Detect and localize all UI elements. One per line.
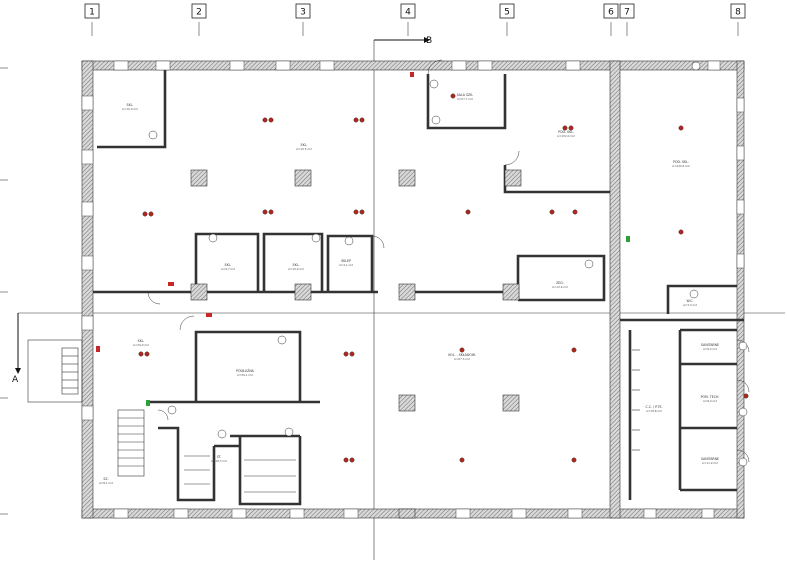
room-name-label: SALA SZK. [457,93,474,97]
room-name-label: SANITARNE [701,457,719,461]
stair-treads [117,349,640,493]
section-lines [15,37,785,560]
grid-label-7-text: 7 [624,8,630,18]
room-area-label: A=57,7 m2 [457,97,473,101]
grid-label-5-text: 5 [504,8,510,18]
room-name-label: KOL. - SKŁADOW. [448,353,475,357]
room-area-label: A=18,8 m2 [646,409,662,413]
interior-walls [93,70,744,506]
grid-label-3-text: 3 [300,8,306,18]
section-mark-b: B [426,36,432,46]
columns [190,169,522,519]
room-area-label: A=10,0 m2 [122,107,138,111]
room-name-label: ZEG. [556,281,564,285]
equipment-markers [96,72,630,406]
left-edge-ticks [0,67,8,515]
room-name-label: PODŁUŻNA [236,368,255,373]
grid-label-2: 2 [191,3,207,19]
room-name-label: SANITARNE [701,343,719,347]
light-fixtures [138,93,749,463]
room-area-label: A=8,1 m2 [99,481,113,485]
room-area-label: A=11,9 m2 [702,461,718,465]
room-area-label: A=8,4 m2 [703,399,717,403]
room-name-label: SKL. [225,263,232,267]
room-name-label: SKLEP [341,259,351,263]
room-area-label: A=4,1 m2 [339,263,353,267]
room-name-label: SKL. [293,263,300,267]
room-area-label: A=12,6 m2 [552,285,568,289]
grid-label-4-text: 4 [405,8,411,18]
room-area-label: A=29,9 m2 [133,343,149,347]
room-area-label: A=18,3 m2 [211,459,227,463]
grid-label-1: 1 [84,3,100,19]
room-name-label: C.C. / P.TE. [646,405,663,409]
room-name-label: SKL. [127,103,134,107]
door-symbols [148,61,748,467]
grid-axes [91,22,739,36]
section-mark-a: A [12,375,19,385]
room-name-label: SKL. [138,339,145,343]
room-name-label: SZ. [103,477,108,481]
grid-label-1-text: 1 [89,8,95,18]
room-name-label: POM. TECH. [701,395,720,399]
room-area-label: A=152,0 m2 [557,134,575,138]
grid-label-8-text: 8 [735,8,741,18]
room-name-label: POD. SKL. [558,130,574,134]
room-area-label: A=10,9 m2 [288,267,304,271]
grid-label-4: 4 [400,3,416,19]
room-area-label: A=3,3 m2 [683,303,697,307]
grid-label-7: 7 [619,3,635,19]
grid-label-3: 3 [295,3,311,19]
room-name-label: POD. SKL. [673,160,689,164]
grid-label-2-text: 2 [196,8,202,18]
entrance-stairs [27,339,83,403]
room-name-label: ST. [217,455,222,459]
room-area-label: A=9,7 m2 [221,267,235,271]
room-area-label: A=67,5 m2 [454,357,470,361]
windows [81,60,745,519]
room-area-label: A=10,5 m2 [296,147,312,151]
grid-label-5: 5 [499,3,515,19]
room-area-label: A=8,2 m2 [703,347,717,351]
room-name-label: SKL. [301,143,308,147]
room-area-label: A=220,6 m2 [672,164,690,168]
grid-label-6: 6 [603,3,619,19]
grid-label-6-text: 6 [608,8,614,18]
grid-label-8: 8 [730,3,746,19]
room-name-label: W.C. [686,299,693,303]
room-area-label: A=39,1 m2 [237,373,253,377]
